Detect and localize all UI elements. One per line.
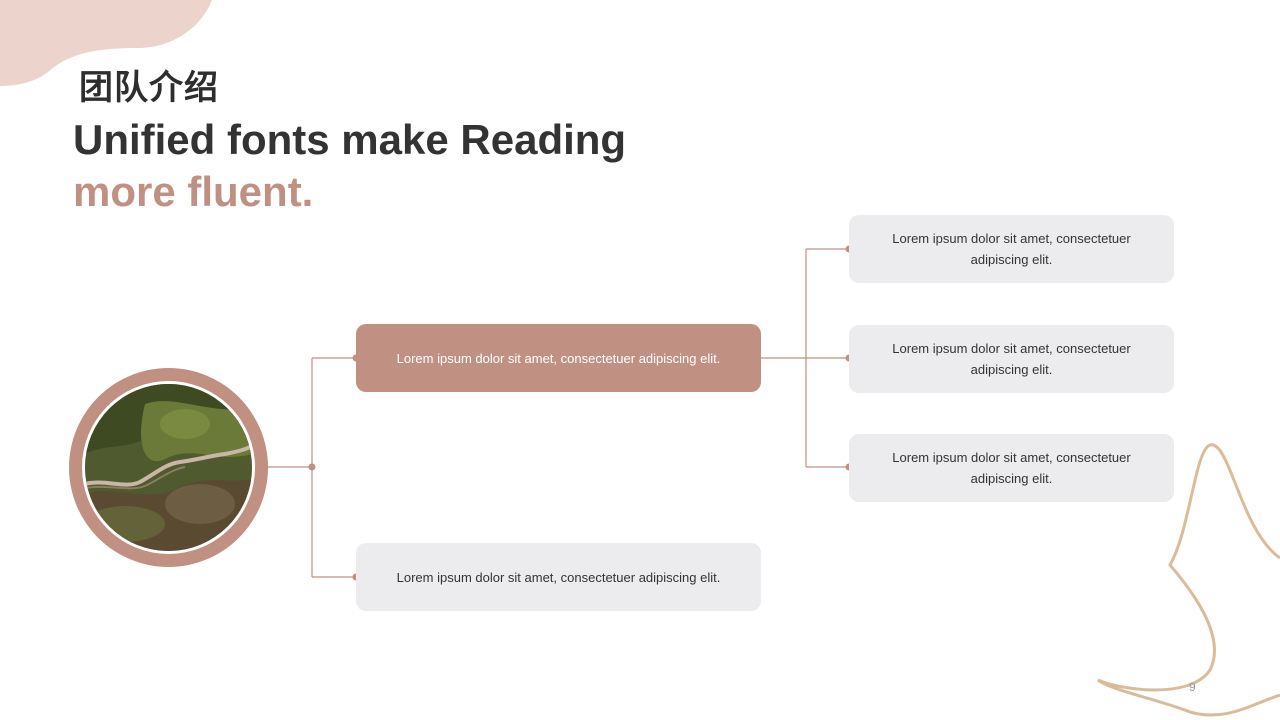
page-number: 9: [1189, 680, 1196, 694]
corner-blob-shape: [0, 0, 212, 86]
wave-line-shape: [1097, 443, 1280, 717]
slide-title-line-1: Unified fonts make Reading: [73, 116, 627, 163]
lower-box-text: Lorem ipsum dolor sit amet, consectetuer…: [396, 569, 721, 585]
right-text-box-3: Lorem ipsum dolor sit amet, consectetuer…: [849, 434, 1174, 502]
landscape-photo: [82, 381, 255, 554]
slide-title-line-2: more fluent.: [73, 168, 314, 215]
right-box-text: Lorem ipsum dolor sit amet, consectetuer…: [892, 231, 1131, 267]
photo-frame: [69, 368, 268, 567]
right-text-box-1: Lorem ipsum dolor sit amet, consectetuer…: [849, 215, 1174, 283]
right-box-text: Lorem ipsum dolor sit amet, consectetuer…: [892, 341, 1131, 377]
right-text-box-2: Lorem ipsum dolor sit amet, consectetuer…: [849, 325, 1174, 393]
right-box-text: Lorem ipsum dolor sit amet, consectetuer…: [892, 450, 1131, 486]
main-box-text: Lorem ipsum dolor sit amet, consectetuer…: [396, 350, 721, 366]
connector-dot: [308, 463, 316, 471]
slide-title-cn: 团队介绍: [79, 68, 219, 108]
main-text-box: Lorem ipsum dolor sit amet, consectetuer…: [356, 324, 761, 392]
lower-text-box: Lorem ipsum dolor sit amet, consectetuer…: [356, 543, 761, 611]
